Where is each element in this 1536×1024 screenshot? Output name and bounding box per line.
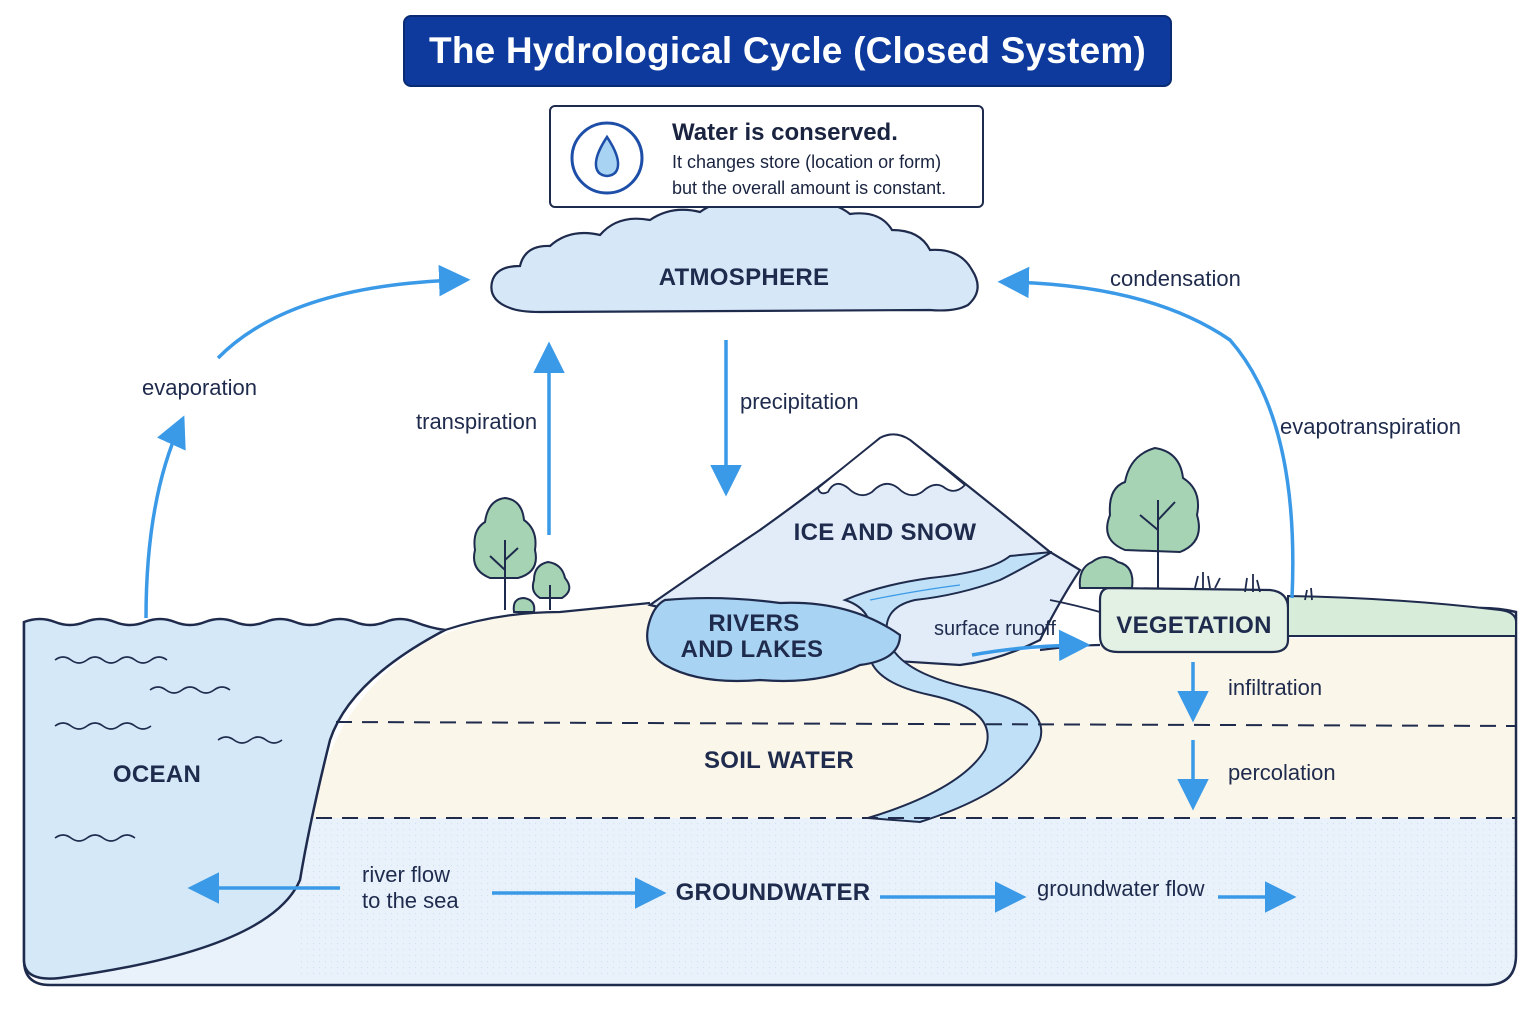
ocean-water	[22, 617, 450, 980]
rivers-and-lakes-store	[646, 596, 902, 683]
evaporation-arrow-upper	[216, 264, 471, 360]
condensation-label: condensation	[1110, 266, 1241, 291]
bush-left	[512, 596, 536, 613]
river-flow-label-line2: to the sea	[362, 888, 459, 913]
river	[842, 551, 1053, 824]
transpiration-label: transpiration	[416, 409, 537, 434]
water-drop-icon	[570, 121, 644, 195]
bush-right	[1078, 556, 1134, 589]
percolation-label: percolation	[1228, 760, 1336, 785]
evapotranspiration-label: evapotranspiration	[1280, 414, 1461, 439]
river-flow-label-line1: river flow	[362, 862, 450, 887]
infiltration-label: infiltration	[1228, 675, 1322, 700]
soil-boundary-upper	[335, 721, 1517, 727]
atmosphere-cloud	[490, 197, 979, 314]
groundwater-flow-label: groundwater flow	[1037, 876, 1205, 901]
evaporation-arrow-lower	[144, 415, 186, 619]
page-title: The Hydrological Cycle (Closed System)	[429, 30, 1146, 71]
tree-left-small	[531, 560, 571, 610]
vegetation-label: VEGETATION	[1116, 612, 1271, 639]
ocean-label: OCEAN	[113, 761, 201, 788]
tree-right-large	[1106, 446, 1200, 588]
note-line-2: but the overall amount is constant.	[672, 178, 947, 198]
atmosphere-label: ATMOSPHERE	[659, 264, 830, 291]
tree-left-large	[473, 496, 537, 610]
rivers-label: RIVERS	[708, 610, 799, 637]
grass-tufts	[1194, 572, 1313, 601]
surface-runoff-arrow	[971, 629, 1091, 662]
soil-water-label: SOIL WATER	[704, 747, 854, 774]
grassland	[1287, 594, 1517, 637]
soil-layer	[312, 605, 1516, 818]
evaporation-label: evaporation	[142, 375, 257, 400]
surface-runoff-label: surface runoff	[934, 618, 1056, 640]
title-banner: The Hydrological Cycle (Closed System)	[403, 15, 1172, 87]
vegetation-store	[1098, 586, 1290, 654]
hill-outline	[444, 601, 651, 632]
groundwater-label: GROUNDWATER	[676, 879, 871, 906]
precipitation-label: precipitation	[740, 389, 859, 414]
evapotranspiration-arrow	[997, 266, 1295, 599]
and-lakes-label: AND LAKES	[681, 636, 824, 663]
note-heading: Water is conserved.	[672, 119, 898, 146]
conservation-note: Water is conserved. It changes store (lo…	[549, 105, 984, 208]
ice-and-snow-label: ICE AND SNOW	[794, 519, 977, 546]
note-line-1: It changes store (location or form)	[672, 152, 942, 172]
snow-cap	[816, 433, 967, 497]
ocean-waves	[54, 656, 283, 842]
